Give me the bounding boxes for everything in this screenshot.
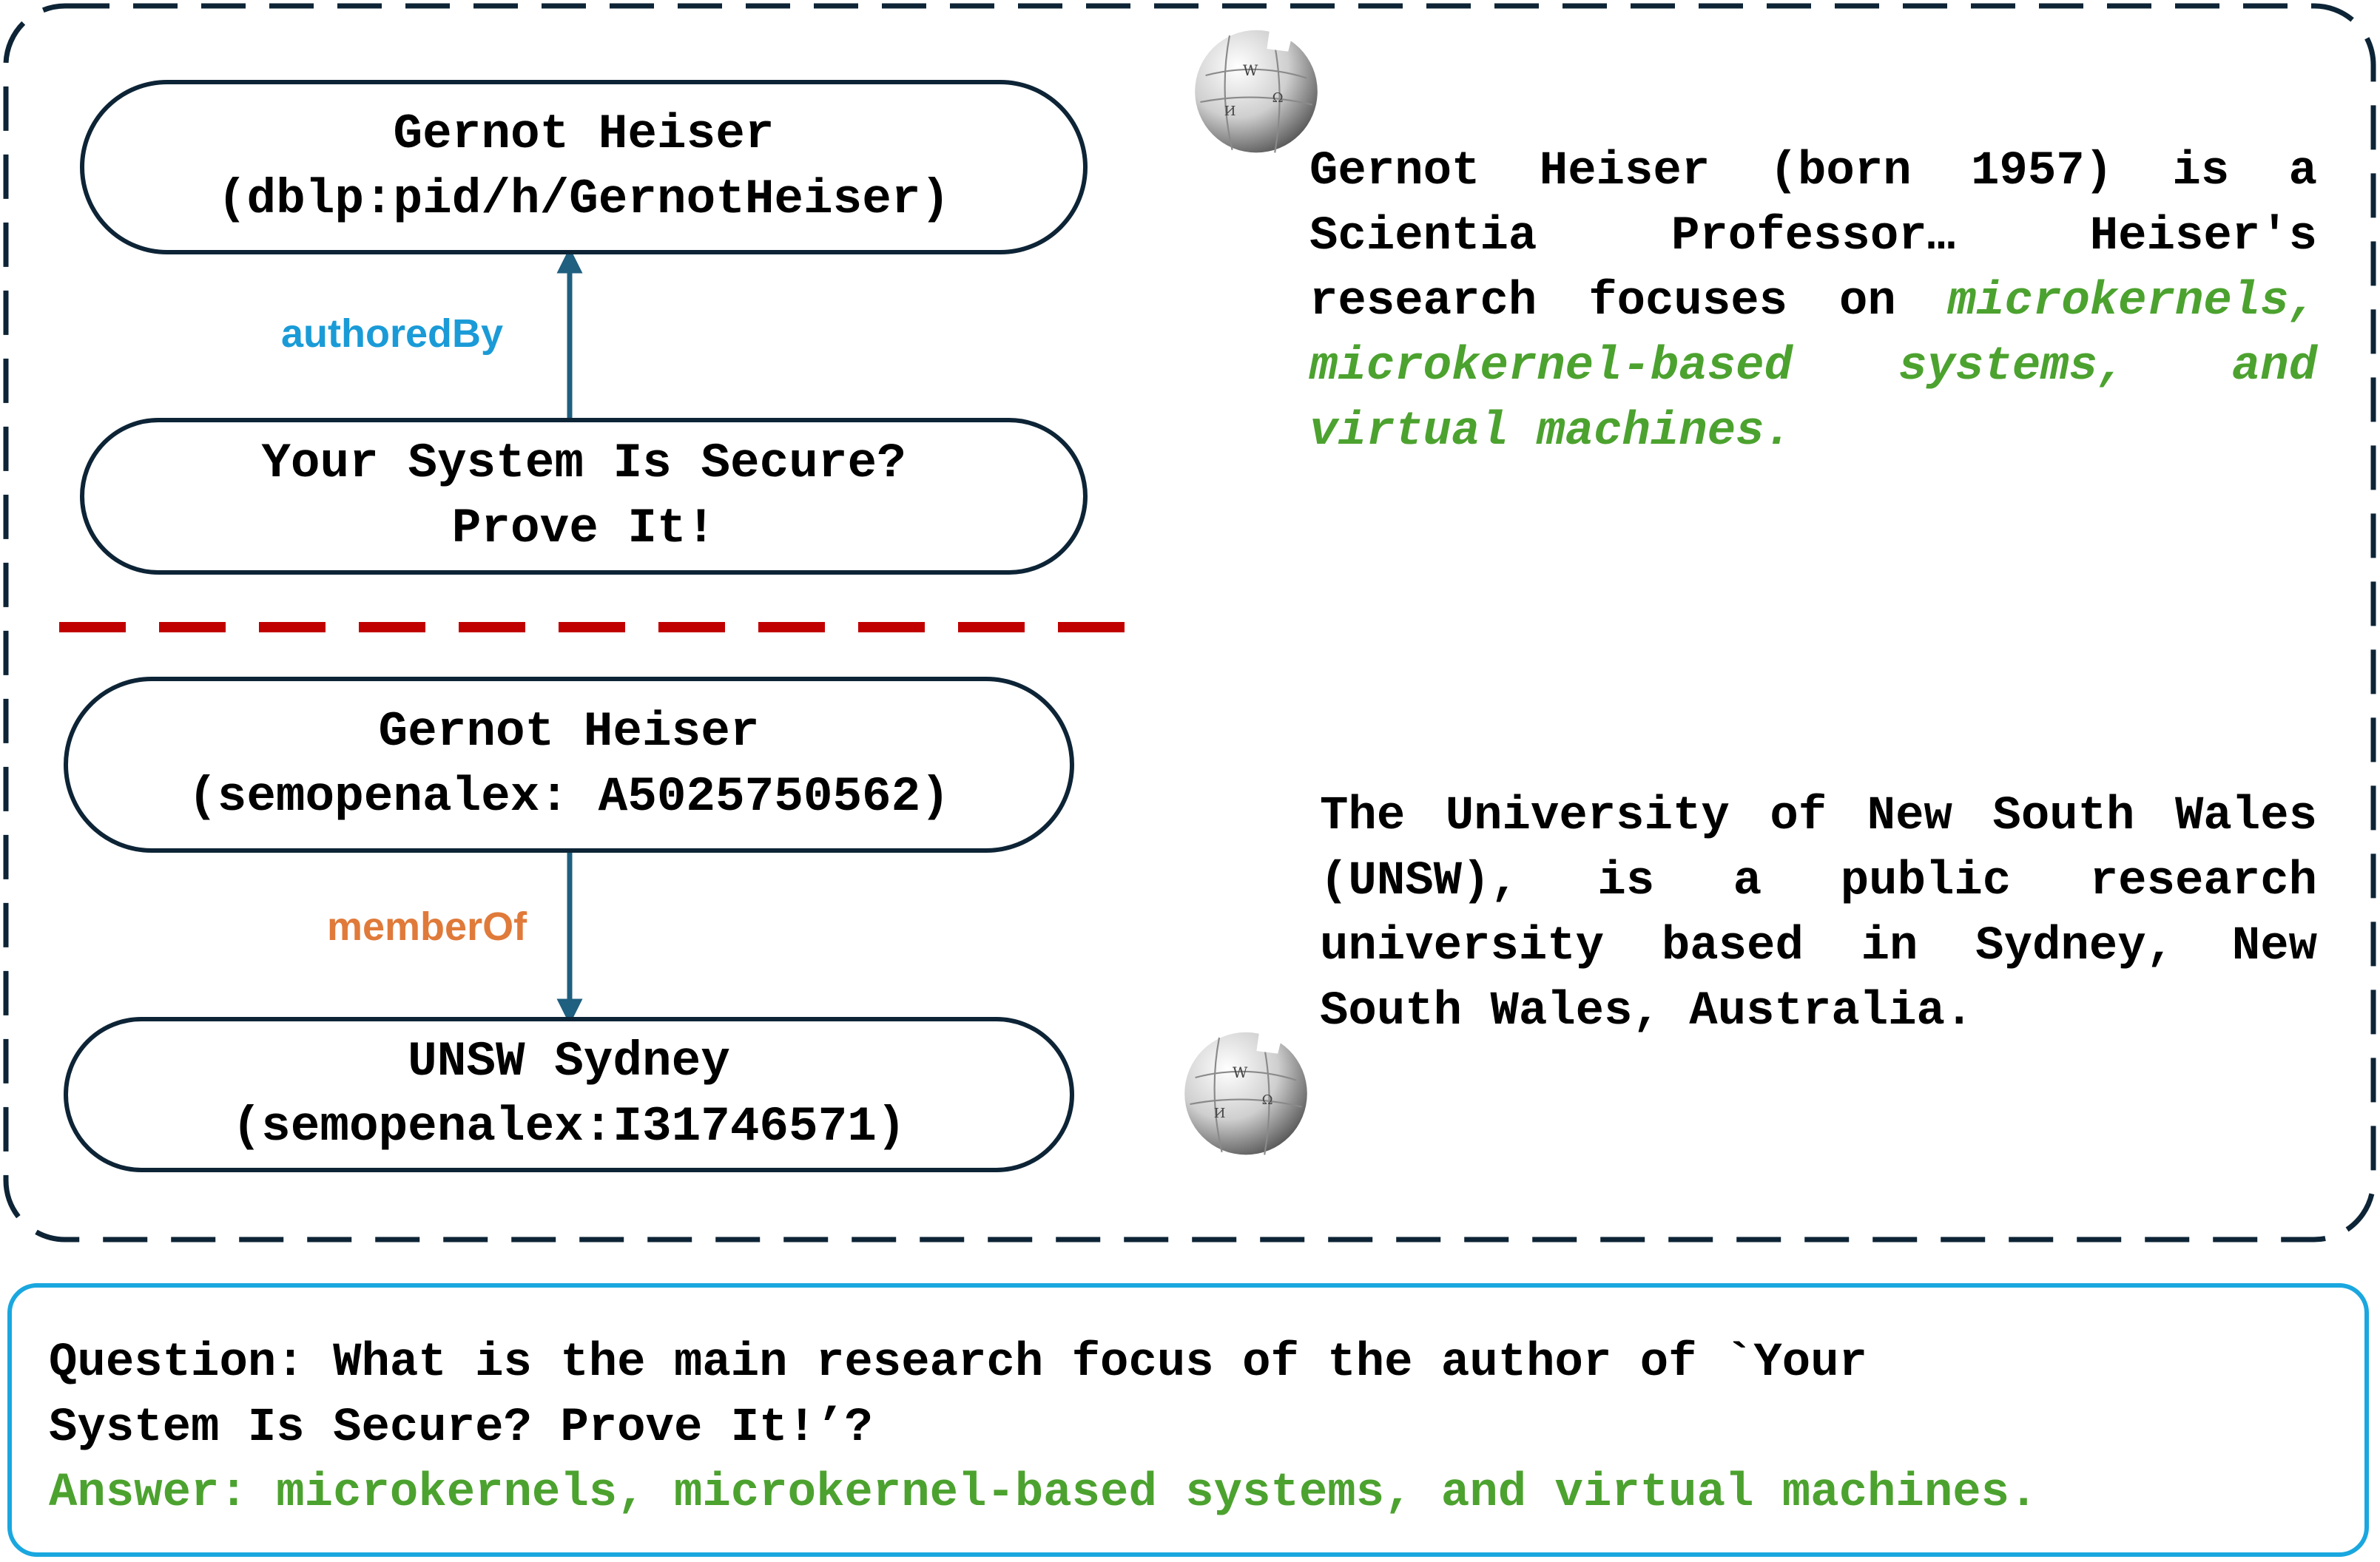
node-paper-title-line2: Prove It! <box>451 501 716 556</box>
node-paper: Your System Is Secure? Prove It! <box>80 418 1088 575</box>
edge-label-authoredBy: authoredBy <box>281 311 504 356</box>
node-author-semopenalex-name: Gernot Heiser <box>378 704 760 760</box>
wiki-text-author-highlight: microkernels, microkernel-based systems,… <box>1309 275 2317 459</box>
svg-text:W: W <box>1243 62 1258 79</box>
wiki-text-university-plain: The University of New South Wales (UNSW)… <box>1320 790 2317 1038</box>
node-institution-id: (semopenalex:I31746571) <box>232 1099 906 1154</box>
answer-line: Answer: microkernels, microkernel-based … <box>49 1467 2038 1520</box>
node-author-semopenalex: Gernot Heiser (semopenalex: A5025750562) <box>64 677 1074 853</box>
node-author-dblp: Gernot Heiser (dblp:pid/h/GernotHeiser) <box>80 80 1088 254</box>
node-paper-title-line1: Your System Is Secure? <box>261 436 906 491</box>
outer-dashed-frame <box>3 3 2376 1242</box>
svg-text:Ω: Ω <box>1272 90 1284 106</box>
edge-label-memberOf: memberOf <box>327 905 527 949</box>
node-author-dblp-name: Gernot Heiser <box>393 106 775 162</box>
node-author-semopenalex-id: (semopenalex: A5025750562) <box>188 769 950 825</box>
node-institution-name: UNSW Sydney <box>408 1034 730 1089</box>
svg-text:И: И <box>1224 104 1236 119</box>
svg-text:W: W <box>1233 1064 1248 1081</box>
wiki-text-author: Gernot Heiser (born 1957) is a Scientia … <box>1309 139 2317 464</box>
wikipedia-globe-icon: W Ω И <box>1184 1032 1307 1155</box>
question-line-2: System Is Secure? Prove It!’? <box>49 1402 873 1455</box>
node-institution: UNSW Sydney (semopenalex:I31746571) <box>64 1017 1074 1172</box>
svg-text:Ω: Ω <box>1262 1092 1273 1108</box>
qa-box: Question: What is the main research focu… <box>7 1283 2369 1557</box>
node-author-dblp-id: (dblp:pid/h/GernotHeiser) <box>217 172 951 227</box>
wiki-text-author-plain: Gernot Heiser (born 1957) is a Scientia … <box>1309 145 2317 328</box>
question-line-1: Question: What is the main research focu… <box>49 1336 1867 1390</box>
wikipedia-globe-icon: W Ω И <box>1195 30 1318 153</box>
svg-text:И: И <box>1214 1106 1226 1121</box>
wiki-text-university: The University of New South Wales (UNSW)… <box>1320 784 2317 1044</box>
